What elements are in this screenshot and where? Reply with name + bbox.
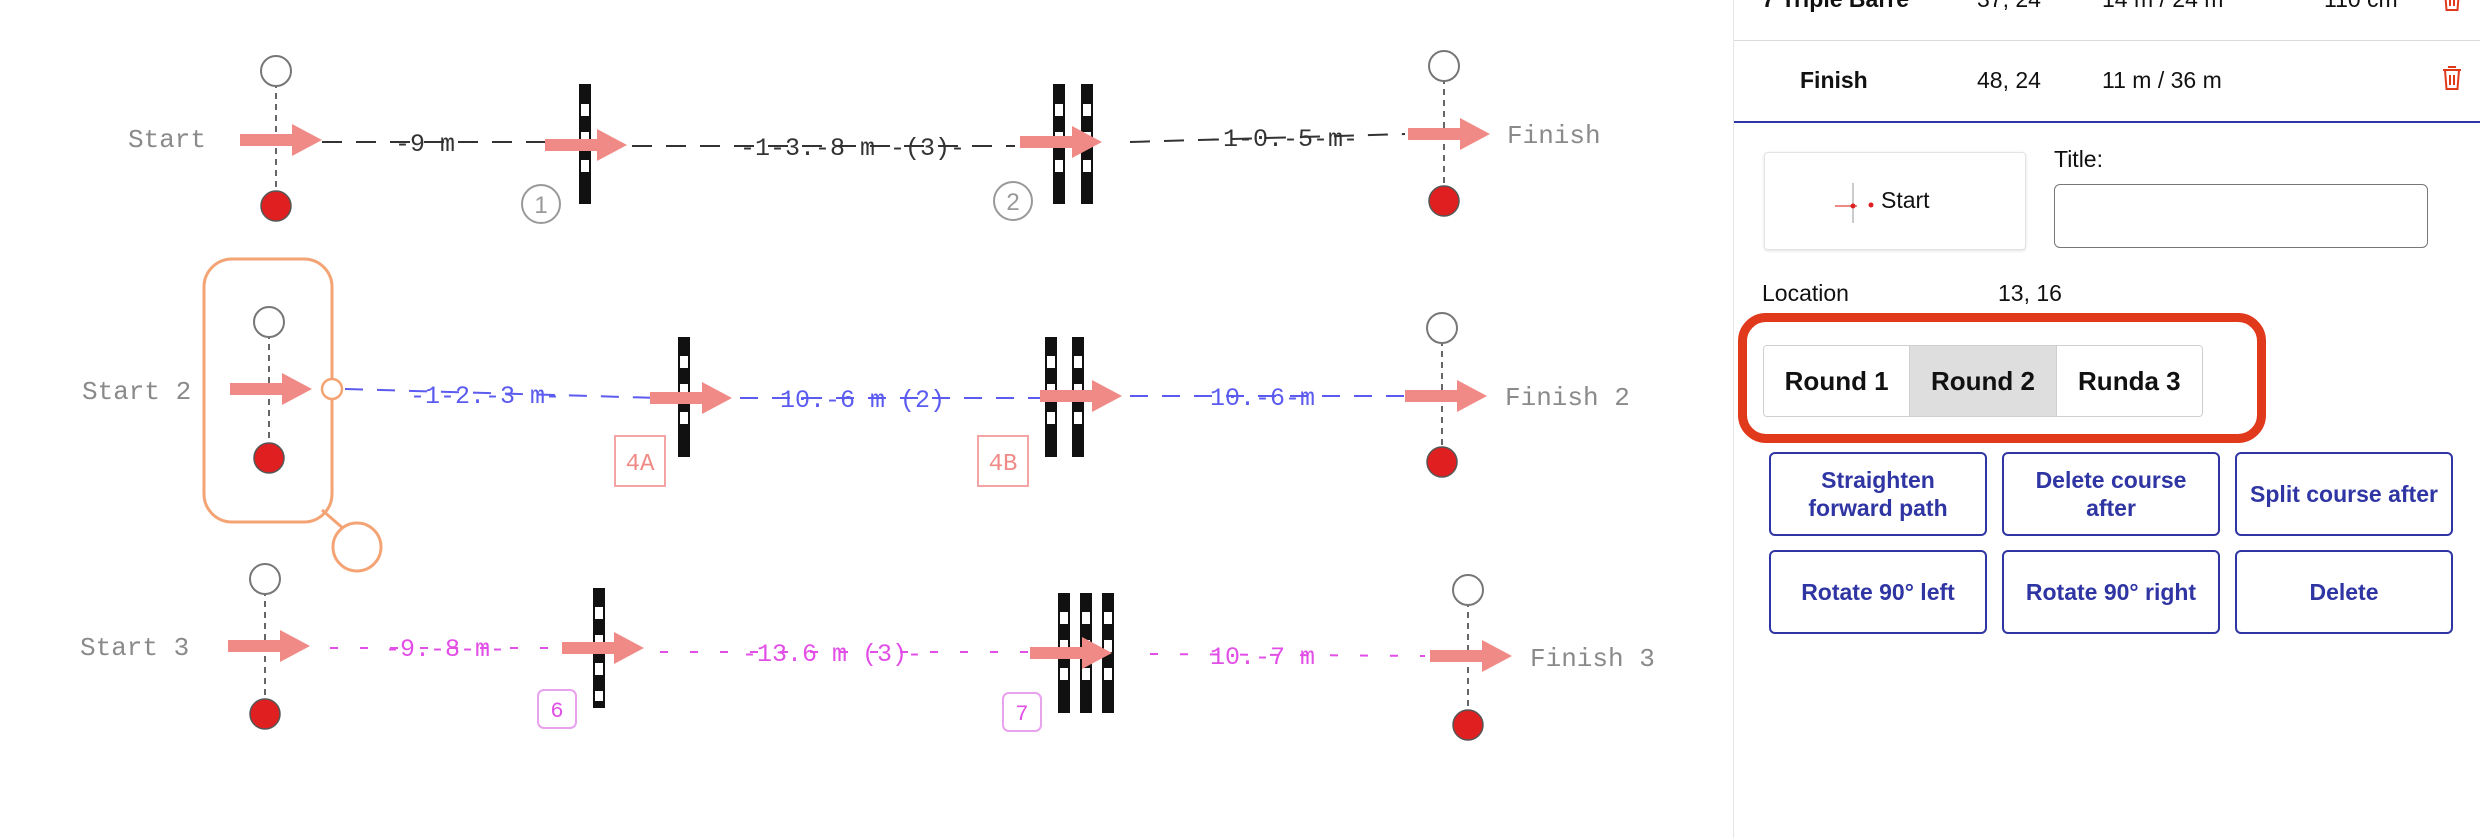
row-height: 110 cm [2324,0,2398,13]
title-input[interactable] [2054,184,2428,248]
course1-obstacle-1[interactable]: 1 [521,84,627,224]
course-canvas[interactable]: Start -9 m 1 -1-3.-8 m -(3)- [0,0,1733,838]
row-obstacle-name: Finish [1800,67,1868,93]
trash-icon[interactable] [2441,0,2463,18]
row-location: 48, 24 [1977,67,2041,93]
location-label: Location [1762,280,1849,306]
round-2-button[interactable]: Round 2 [1910,346,2057,416]
course2-distance-2: 10.-6 m (2) [780,386,945,415]
split-course-after-button[interactable]: Split course after [2235,452,2453,536]
properties-panel: 7 Triple Barre 37, 24 14 m / 24 m 110 cm… [1733,0,2480,838]
course3-obstacle-6-number: 6 [550,699,563,724]
course1-start-label: Start [128,125,206,155]
rotate-right-button[interactable]: Rotate 90° right [2002,550,2220,634]
course2-obstacle-4a-number: 4A [626,451,655,478]
course1-obstacle-2[interactable]: 2 [993,84,1102,221]
location-value: 13, 16 [1998,280,2062,306]
course3-obstacle-7[interactable]: 7 [1002,593,1114,732]
course3-distance-2: -13.6 m (3)- [742,640,922,669]
course3-finish-label: Finish 3 [1530,644,1655,674]
table-row[interactable]: 7 Triple Barre 37, 24 14 m / 24 m 110 cm [1734,0,2480,41]
delete-button[interactable]: Delete [2235,550,2453,634]
selected-obstacle-card: Start [1764,152,2026,250]
round-1-button[interactable]: Round 1 [1764,346,1911,416]
course2-distance-1: -1-2.-3 m- [410,382,560,411]
course2-distance-3: 10.-6-m [1210,384,1315,413]
course1-distance-3: -1-0.-5-m- [1208,125,1358,154]
course2-start-marker-selected[interactable] [202,257,383,573]
course1-distance-1: -9 m [395,130,455,159]
course-1[interactable]: Start -9 m 1 -1-3.-8 m -(3)- [128,50,1601,224]
course1-obstacle-2-number: 2 [1006,189,1019,216]
course3-start-label: Start 3 [80,633,189,663]
row-obstacle-name: 7 Triple Barre [1762,0,1909,13]
course2-obstacle-4b-number: 4B [989,451,1018,478]
course1-finish-label: Finish [1507,121,1601,151]
course2-finish-label: Finish 2 [1505,383,1630,413]
straighten-forward-path-button[interactable]: Straighten forward path [1769,452,1987,536]
course-drawing[interactable]: Start -9 m 1 -1-3.-8 m -(3)- [0,0,1733,838]
course-3[interactable]: Start 3 -9.-8-m- 6 -13.6 m (3)- [80,563,1655,741]
delete-course-after-button[interactable]: Delete course after [2002,452,2220,536]
course3-finish-marker[interactable] [1430,574,1512,741]
course1-start-marker[interactable] [240,55,322,222]
course-2[interactable]: Start 2 -1-2.-3 m- 4A 10.-6 m (2) [82,257,1630,573]
start-marker-icon [1833,181,1877,230]
course3-start-marker[interactable] [228,563,310,730]
course2-finish-marker[interactable] [1405,312,1487,478]
course3-obstacle-6[interactable]: 6 [537,588,644,729]
table-row-selected[interactable]: Finish 48, 24 11 m / 36 m [1734,41,2480,123]
round-selector-highlight [1738,313,2266,443]
course1-finish-marker[interactable] [1408,50,1490,217]
course3-distance-1: -9.-8-m- [385,635,505,664]
course2-obstacle-4a[interactable]: 4A [614,337,732,487]
selected-obstacle-name: Start [1881,187,1930,213]
trash-icon[interactable] [2441,65,2463,97]
course1-obstacle-1-number: 1 [534,192,547,219]
rotate-left-button[interactable]: Rotate 90° left [1769,550,1987,634]
title-label: Title: [2054,146,2103,172]
rotate-handle[interactable] [331,521,383,573]
course1-distance-2: -1-3.-8 m -(3)- [740,134,965,163]
course3-obstacle-7-number: 7 [1015,702,1028,727]
row-distance: 14 m / 24 m [2102,0,2223,13]
course2-start-label: Start 2 [82,377,191,407]
row-location: 37, 24 [1977,0,2041,13]
course2-obstacle-4b[interactable]: 4B [977,337,1122,487]
round-3-button[interactable]: Runda 3 [2056,346,2202,416]
course3-distance-3: 10.-7 m [1210,643,1315,672]
row-distance: 11 m / 36 m [2102,67,2222,93]
round-selector[interactable]: Round 1 Round 2 Runda 3 [1763,345,2203,417]
